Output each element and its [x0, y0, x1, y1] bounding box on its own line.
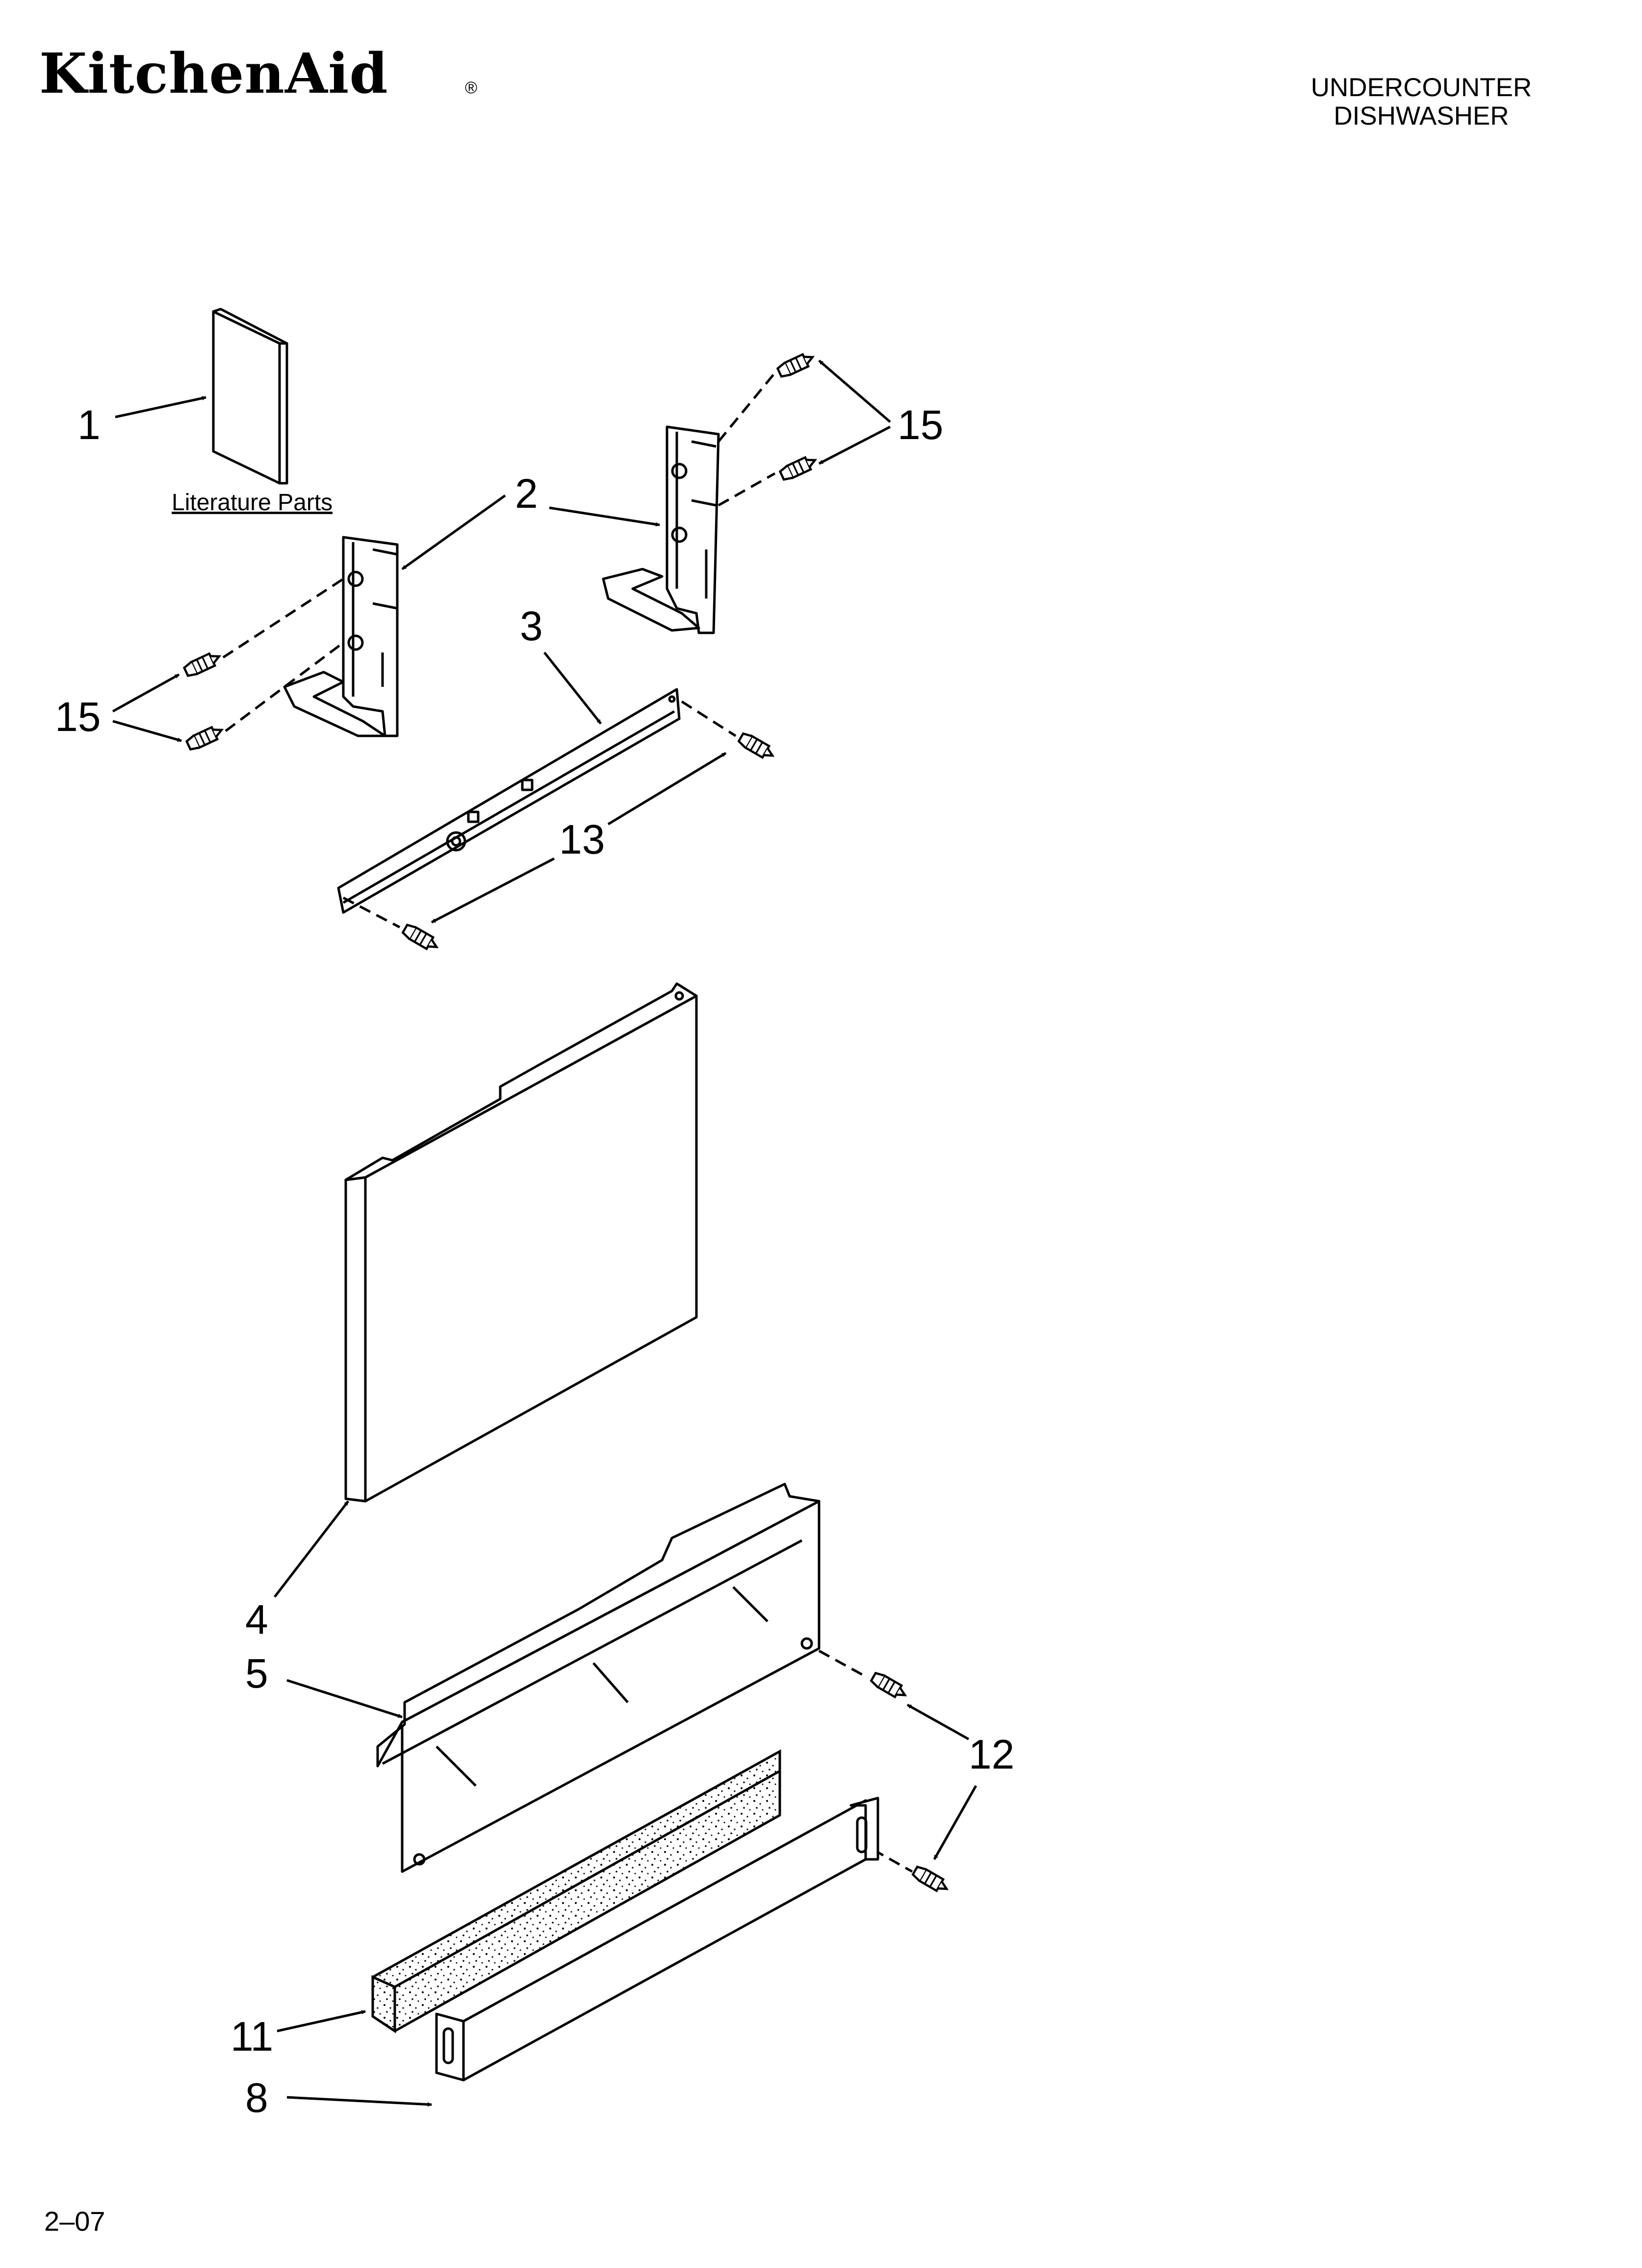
screw-13-left — [402, 923, 440, 953]
insulation-foam-block — [371, 1749, 781, 2033]
callout-12: 12 — [969, 1731, 1014, 1777]
callout-1: 1 — [77, 402, 101, 448]
callout-15-left: 15 — [55, 694, 101, 740]
literature-booklet — [212, 308, 288, 485]
screw-15-upper-right — [777, 351, 816, 379]
leader-8 — [286, 2096, 432, 2107]
appliance-type: UNDERCOUNTER DISHWASHER — [1250, 74, 1593, 130]
appliance-type-line1: UNDERCOUNTER — [1310, 73, 1532, 102]
callout-11: 11 — [231, 2013, 273, 2059]
screw-13-right — [738, 731, 776, 761]
leader-15-right-lower — [818, 425, 891, 465]
screw-path-upper-right — [718, 372, 776, 443]
leader-2-left — [401, 494, 506, 571]
callout-2: 2 — [515, 470, 538, 517]
leader-12-upper — [906, 1703, 970, 1741]
leader-13-left — [431, 857, 555, 924]
leader-15-left-upper — [112, 673, 180, 713]
screw-15-lower-right — [779, 454, 818, 482]
leader-2-right — [549, 506, 660, 527]
screw-path-12-upper — [818, 1649, 869, 1679]
callout-4: 4 — [245, 1596, 268, 1642]
door-panel — [344, 982, 698, 1503]
registered-mark: ® — [465, 78, 478, 97]
leader-12-lower — [933, 1785, 977, 1860]
top-rail — [337, 688, 681, 914]
leader-13-right — [607, 752, 727, 826]
leader-15-right-upper — [818, 360, 891, 423]
screw-15-upper-left — [183, 651, 222, 678]
literature-parts-caption: Literature Parts — [172, 490, 333, 516]
leader-4 — [274, 1500, 349, 1598]
kick-plate-strip — [435, 1797, 879, 2082]
callout-5: 5 — [245, 1650, 268, 1696]
right-mounting-bracket — [602, 425, 720, 634]
callout-8: 8 — [245, 2075, 268, 2121]
screw-path-13-right — [681, 700, 737, 737]
leader-3 — [543, 652, 602, 725]
leader-1 — [115, 396, 206, 418]
screw-path-13-left — [342, 896, 401, 929]
screw-path-lower-left — [225, 642, 344, 732]
revision-code: 2–07 — [44, 2206, 105, 2237]
screw-15-lower-left — [186, 724, 225, 752]
screw-12-upper — [870, 1671, 908, 1701]
leader-11 — [277, 2010, 366, 2033]
screw-12-lower — [912, 1865, 950, 1895]
leader-5 — [286, 1679, 403, 1719]
callout-3: 3 — [520, 603, 543, 649]
callout-15-right: 15 — [898, 402, 943, 448]
screw-path-lower-right — [718, 472, 776, 507]
screw-path-12-lower — [872, 1848, 913, 1873]
leader-15-left-lower — [112, 720, 182, 742]
screw-path-upper-left — [222, 577, 344, 659]
brand-logo: KitchenAid — [39, 42, 388, 106]
lower-support-panel — [376, 1483, 821, 1873]
appliance-type-line2: DISHWASHER — [1334, 102, 1509, 130]
left-mounting-bracket — [283, 536, 399, 737]
callout-13: 13 — [559, 816, 605, 862]
